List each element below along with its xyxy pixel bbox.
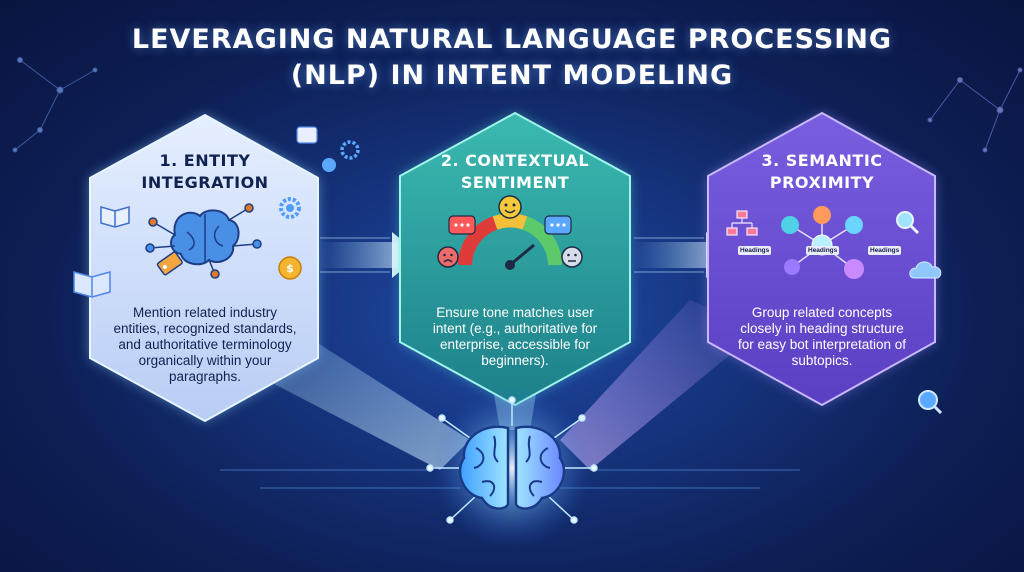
card-1-body-line: Mention related industry — [132, 305, 278, 320]
coin-icon: $ — [278, 256, 302, 280]
card-1-body-line: organically within your — [138, 353, 272, 368]
speech-bubble-blue-icon — [544, 215, 572, 235]
data-stream-lines — [220, 469, 800, 489]
svg-text:$: $ — [286, 262, 294, 275]
card-1-body-line: and authoritative terminology — [118, 337, 292, 352]
card-1-body-line: paragraphs. — [168, 369, 242, 384]
node-label-headings: Headings — [806, 246, 840, 255]
card-2-title-line2: SENTIMENT — [460, 173, 570, 192]
magnify-icon — [896, 211, 920, 235]
sad-face-icon — [437, 246, 459, 268]
sitemap-icon — [726, 210, 758, 236]
central-brain-icon — [426, 388, 598, 548]
open-book-icon — [73, 271, 111, 298]
card-1-description: Mention related industry entities, recog… — [98, 305, 312, 385]
background-network-left — [12, 57, 98, 153]
card-1-title: 1. ENTITY INTEGRATION — [110, 150, 300, 194]
card-2-title: 2. CONTEXTUAL SENTIMENT — [420, 150, 610, 194]
card-2-body-line: Ensure tone matches user — [436, 305, 594, 320]
card-entity-integration — [89, 113, 319, 423]
node-label-headings: Headings — [868, 246, 902, 255]
book-icon — [100, 206, 130, 228]
page-title: LEVERAGING NATURAL LANGUAGE PROCESSING (… — [0, 22, 1024, 94]
card-2-body-line: enterprise, accessible for — [439, 337, 591, 352]
page-title-line1: LEVERAGING NATURAL LANGUAGE PROCESSING — [131, 24, 893, 55]
card-3-title: 3. SEMANTIC PROXIMITY — [727, 150, 917, 194]
background-network-right — [927, 67, 1023, 153]
card-3-description: Group related concepts closely in headin… — [712, 305, 932, 369]
neutral-face-icon — [561, 246, 583, 268]
cloud-icon — [909, 261, 942, 279]
card-2-body-line: intent (e.g., authoritative for — [432, 321, 598, 336]
page-title-line2: (NLP) IN INTENT MODELING — [290, 60, 734, 91]
node-label-headings: Headings — [738, 246, 772, 255]
card-semantic-proximity — [707, 111, 936, 407]
search-icon — [918, 390, 943, 415]
card-1-title-line2: INTEGRATION — [141, 173, 269, 192]
card-3-body-line: for easy bot interpretation of — [737, 337, 907, 352]
card-3-title-line2: PROXIMITY — [769, 173, 875, 192]
brain-network-icon — [145, 203, 262, 279]
card-3-title-line1: 3. SEMANTIC — [761, 151, 883, 170]
card-1-body-line: entities, recognized standards, — [113, 321, 297, 336]
card-3-body-line: subtopics. — [791, 353, 853, 368]
book-gear-cluster-icon — [296, 126, 360, 172]
card-2-body-line: beginners). — [481, 353, 549, 368]
card-1-title-line1: 1. ENTITY — [159, 151, 251, 170]
smile-face-icon — [498, 195, 522, 219]
card-2-title-line1: 2. CONTEXTUAL — [440, 151, 590, 170]
card-3-body-line: Group related concepts — [751, 305, 893, 320]
card-3-body-line: closely in heading structure — [740, 321, 904, 336]
sentiment-gauge-icon — [437, 195, 583, 270]
gear-icon — [279, 197, 301, 219]
speech-bubble-red-icon — [448, 215, 476, 235]
card-2-description: Ensure tone matches user intent (e.g., a… — [405, 305, 625, 369]
